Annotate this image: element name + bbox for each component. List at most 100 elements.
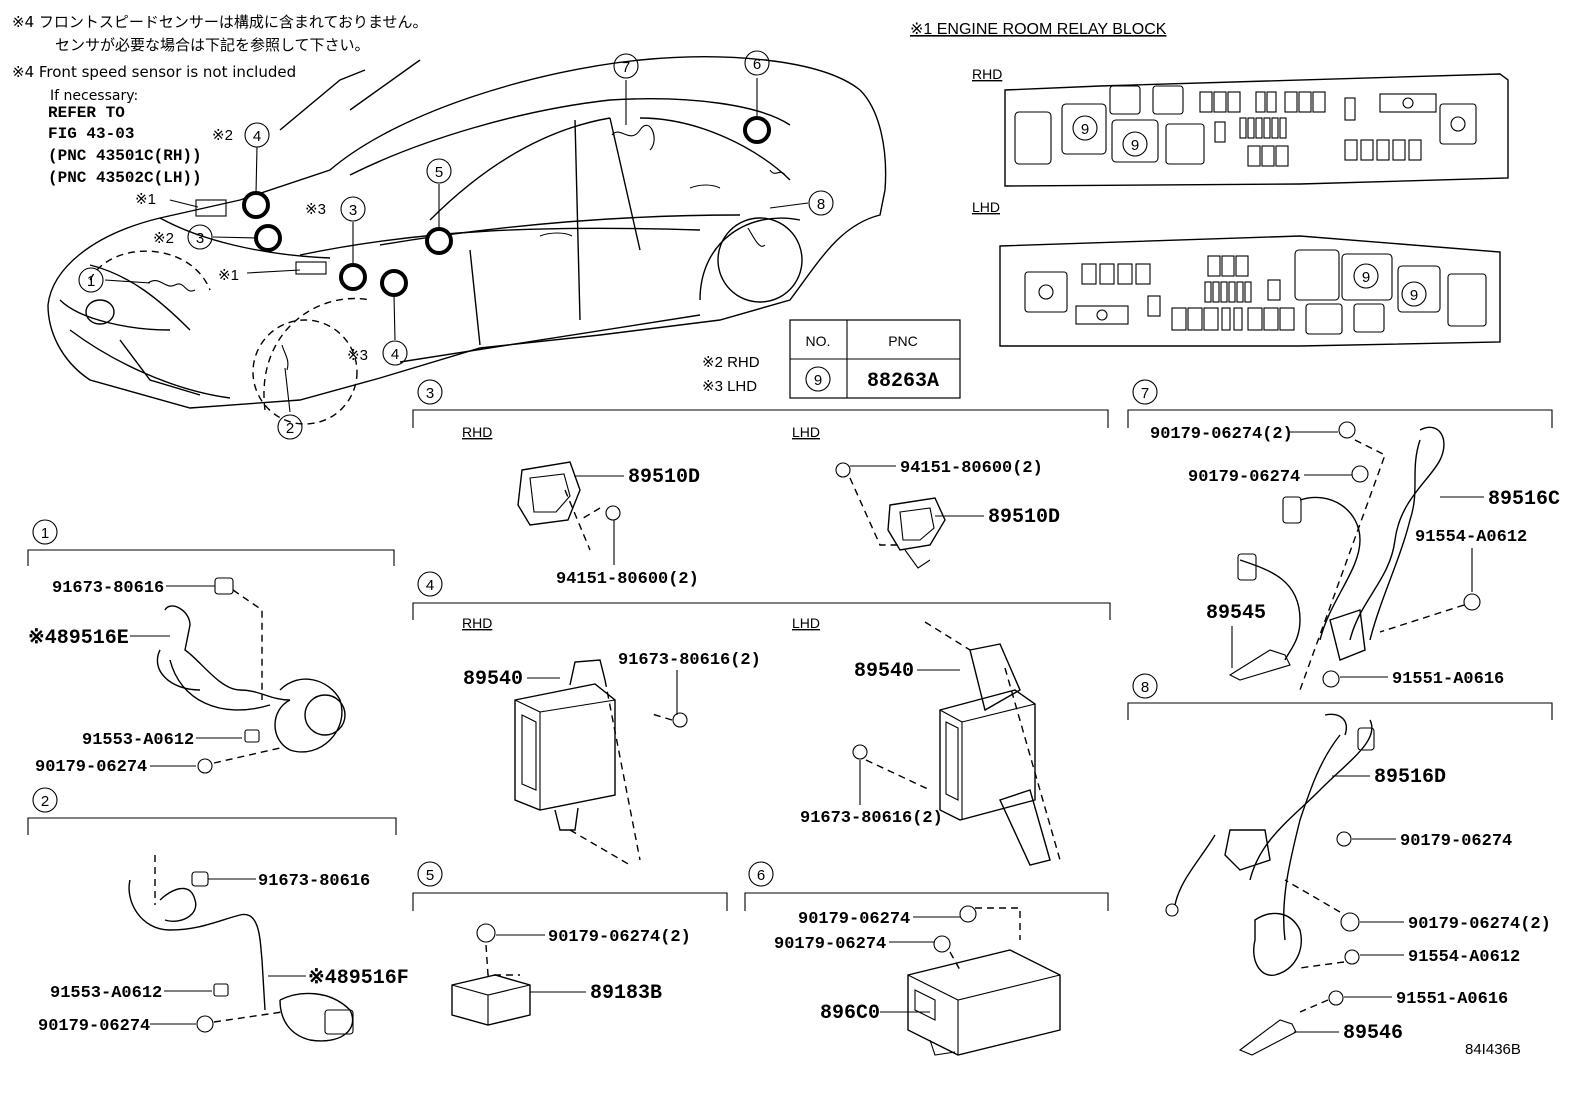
s8-part-harness: 89516D: [1374, 766, 1446, 789]
car-mark-3-low: ※3: [347, 347, 368, 364]
car-mark-2-top: ※2: [212, 127, 233, 144]
s3-lhd-bolt: 94151-80600(2): [900, 459, 1043, 478]
s7-part-screw: 91554-A0612: [1415, 528, 1527, 547]
car-illustration: 1 2 3 3 4 4 5 6 7 8 ※2 ※1 ※2 ※3 ※1 ※3: [47, 50, 887, 440]
s8-part-bolt: 91551-A0616: [1396, 990, 1508, 1009]
pnc-note-lhd: ※3 LHD: [702, 378, 757, 395]
section-5: 5 90179-06274(2) 89183B: [412, 861, 728, 1026]
section-8-number: 8: [1141, 679, 1149, 696]
s3-lhd-main: 89510D: [988, 506, 1060, 529]
section-6-number: 6: [757, 867, 765, 884]
s7-part-clip-b: 90179-06274: [1188, 468, 1300, 487]
s2-part-screw: 91553-A0612: [50, 984, 162, 1003]
section-1-number: 1: [41, 525, 49, 542]
section-4: 4 RHD LHD 89540 91673-80616(2) 89540 916…: [412, 571, 1111, 866]
note-refer-to: REFER TO: [48, 104, 125, 122]
s5-part-sensor: 89183B: [590, 982, 662, 1005]
relay-block-title: ※1 ENGINE ROOM RELAY BLOCK: [910, 21, 1167, 38]
car-marks: ※2 ※1 ※2 ※3 ※1 ※3: [135, 127, 368, 364]
car-callout-8: 8: [817, 196, 825, 213]
note-pnc-lh: (PNC 43502C(LH)): [48, 169, 202, 187]
note-fig: FIG 43-03: [48, 125, 134, 143]
s2-part-bolt: 91673-80616: [258, 872, 370, 891]
notes-block: ※4 フロントスピードセンサーは構成に含まれておりません。 センサが必要な場合は…: [12, 13, 428, 187]
s6-part-ecu: 896C0: [820, 1002, 880, 1025]
s3-rhd-label: RHD: [462, 424, 492, 440]
relay-lhd-callout-b: 9: [1410, 287, 1418, 304]
pnc-table-row-pnc: 88263A: [867, 370, 939, 393]
s3-rhd-bolt: 94151-80600(2): [556, 570, 699, 589]
car-mark-3-top: ※3: [305, 201, 326, 218]
s2-part-clip: 90179-06274: [38, 1017, 150, 1036]
s1-part-sensor: ※489516E: [28, 627, 129, 650]
section-4-number: 4: [426, 577, 434, 594]
car-mark-1-mid: ※1: [218, 267, 239, 284]
pnc-table-col-no: NO.: [806, 333, 831, 349]
relay-block-lhd: [999, 235, 1501, 347]
s8-part-clip-b: 90179-06274(2): [1408, 915, 1551, 934]
section-3-number: 3: [426, 385, 434, 402]
car-mark-2-left: ※2: [153, 230, 174, 247]
s4-lhd-bolt: 91673-80616(2): [800, 809, 943, 828]
section-2-number: 2: [41, 793, 49, 810]
relay-lhd-callout-a: 9: [1362, 269, 1370, 286]
note-jp-line2: センサが必要な場合は下記を参照して下さい。: [55, 36, 370, 54]
section-5-number: 5: [426, 867, 434, 884]
s7-part-clip-a: 90179-06274(2): [1150, 425, 1293, 444]
note-pnc-rh: (PNC 43501C(RH)): [48, 147, 202, 165]
relay-rhd-label: RHD: [972, 66, 1002, 82]
car-callout-2: 2: [286, 420, 294, 437]
section-7: 7 90179-06274(2) 90179-06274 89516C 9155…: [1127, 379, 1560, 691]
note-en-line1: ※4 Front speed sensor is not included: [12, 63, 296, 81]
s7-part-bolt: 91551-A0616: [1392, 670, 1504, 689]
s8-part-clip-a: 90179-06274: [1400, 832, 1512, 851]
car-callout-4a: 4: [253, 128, 261, 145]
s7-part-harness: 89516C: [1488, 488, 1560, 511]
car-mark-1-left: ※1: [135, 191, 156, 208]
relay-lhd-label: LHD: [972, 199, 1000, 215]
section-7-number: 7: [1141, 385, 1149, 402]
s1-part-screw: 91553-A0612: [82, 731, 194, 750]
s8-part-sensor: 89546: [1343, 1022, 1403, 1045]
car-callout-5: 5: [435, 164, 443, 181]
s6-part-clip-a: 90179-06274: [798, 910, 910, 929]
relay-block-section: ※1 ENGINE ROOM RELAY BLOCK RHD 9: [910, 21, 1509, 347]
section-8: 8 89516D 90179-06274 90179-06274(2) 9155…: [1127, 673, 1553, 1056]
car-callout-4b: 4: [391, 346, 399, 363]
car-callout-7: 7: [622, 59, 630, 76]
s8-part-screw: 91554-A0612: [1408, 948, 1520, 967]
s3-lhd-label: LHD: [792, 424, 820, 440]
section-1: 1 91673-80616 ※489516E 91553-A0612 90179…: [27, 519, 395, 777]
relay-rhd-callouts: 9 9: [1072, 115, 1148, 157]
pnc-table: NO. PNC 9 88263A ※2 RHD ※3 LHD: [702, 319, 961, 399]
car-callout-1: 1: [87, 273, 95, 290]
pnc-table-row-no: 9: [814, 372, 822, 389]
relay-block-rhd: [1004, 73, 1509, 187]
s3-rhd-main: 89510D: [628, 466, 700, 489]
figure-code: 84I436B: [1465, 1041, 1521, 1058]
s1-part-clip: 90179-06274: [35, 758, 147, 777]
pnc-table-col-pnc: PNC: [888, 333, 918, 349]
car-callouts: 1 2 3 3 4 4 5 6 7 8: [78, 50, 834, 440]
section-6: 6 90179-06274 90179-06274 896C0: [744, 861, 1109, 1056]
relay-rhd-fuses: [1014, 85, 1477, 167]
s7-part-sensor: 89545: [1206, 602, 1266, 625]
car-callout-3a: 3: [196, 230, 204, 247]
s5-part-clip: 90179-06274(2): [548, 928, 691, 947]
relay-lhd-fuses: [1024, 249, 1487, 335]
s1-part-bolt: 91673-80616: [52, 579, 164, 598]
car-callout-6: 6: [753, 56, 761, 73]
s4-lhd-main: 89540: [854, 660, 914, 683]
section-2: 2 91673-80616 ※489516F 91553-A0612 90179…: [27, 787, 409, 1042]
s4-rhd-label: RHD: [462, 615, 492, 631]
section-3: 3 RHD LHD 89510D 94151-80600(2) 94151-80…: [412, 379, 1109, 589]
s4-rhd-main: 89540: [463, 668, 523, 691]
s2-part-sensor: ※489516F: [308, 967, 409, 990]
car-callout-3b: 3: [349, 202, 357, 219]
relay-rhd-callout-a: 9: [1081, 121, 1089, 138]
s4-rhd-bolt: 91673-80616(2): [618, 651, 761, 670]
relay-lhd-callouts: 9 9: [1353, 263, 1427, 307]
s4-lhd-label: LHD: [792, 615, 820, 631]
relay-rhd-callout-b: 9: [1131, 137, 1139, 154]
